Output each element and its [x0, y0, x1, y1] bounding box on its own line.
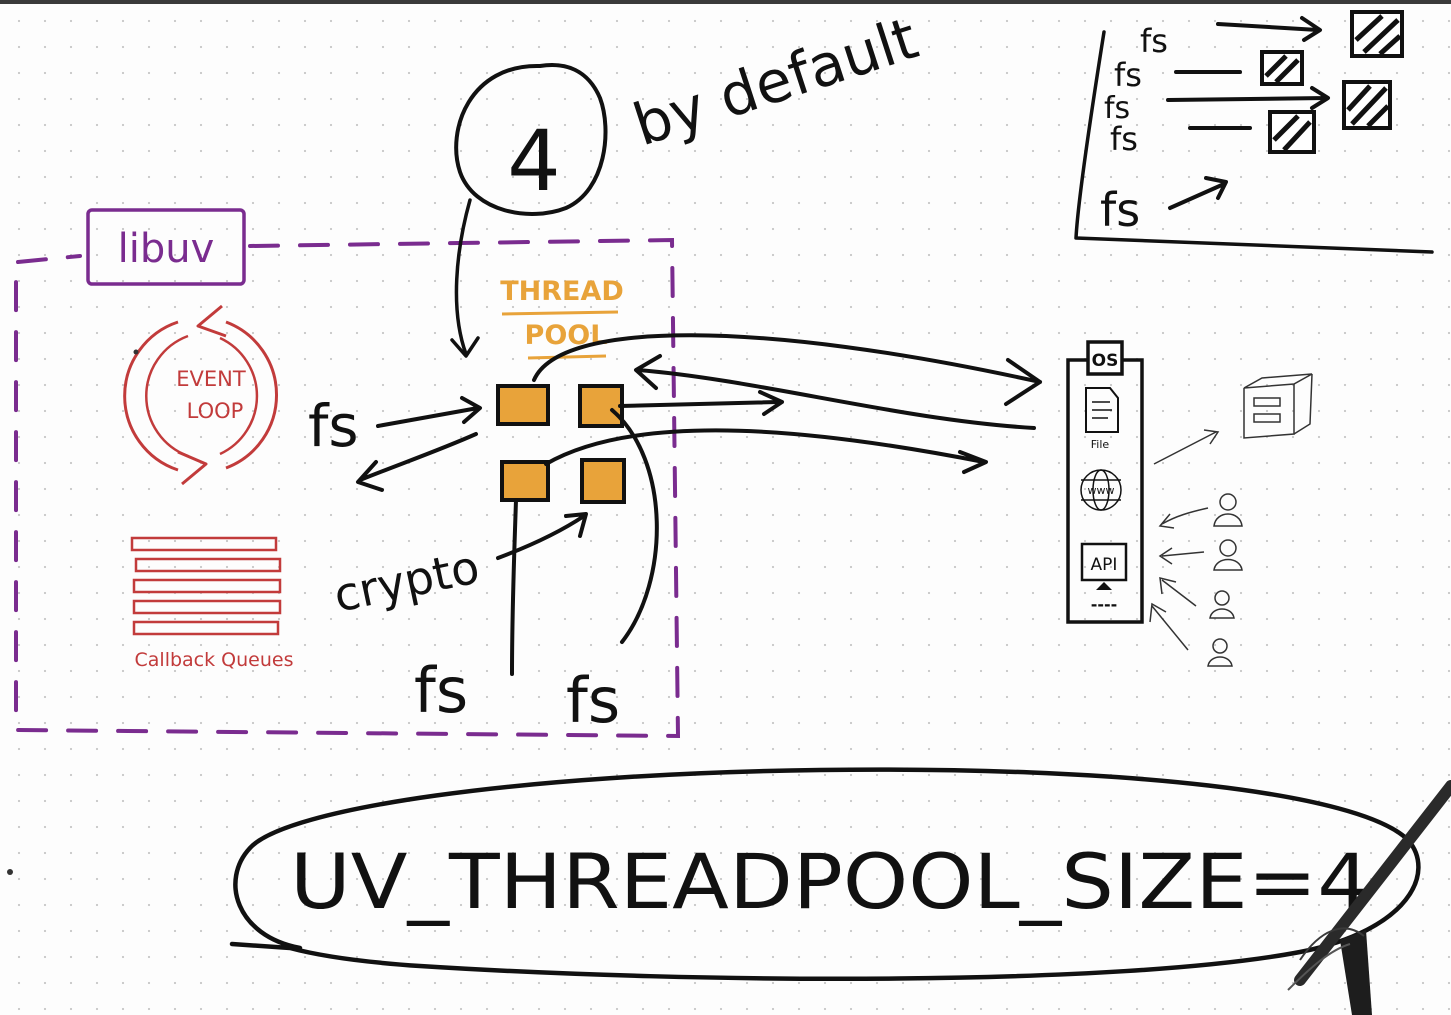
threadpool-size-text: UV_THREADPOOL_SIZE=4	[290, 837, 1370, 926]
thread-count-circle: 4	[454, 63, 608, 216]
api-label: API	[1091, 555, 1118, 575]
os-block: OS File www API ----	[1066, 340, 1144, 624]
threadpool-size-setting: UV_THREADPOOL_SIZE=4	[229, 767, 1421, 982]
user-icon-1	[1213, 493, 1243, 527]
fs-task-bottom-right: fs	[566, 664, 620, 737]
queue-inset-fs-1: fs	[1140, 22, 1168, 60]
thread-pool-title: THREAD POOL	[500, 276, 624, 360]
thread-pool-title-line1: THREAD	[500, 276, 624, 307]
callback-queues-icon	[130, 536, 282, 636]
stray-dot	[133, 349, 139, 355]
thread-to-fs-arrow	[356, 432, 478, 492]
thread-pool-threads	[496, 384, 626, 504]
queue-inset: fs fs fs fs fs	[1074, 10, 1434, 254]
fs-task-left: fs	[308, 392, 359, 460]
thread-1	[496, 384, 550, 426]
thread-2	[578, 384, 624, 428]
os-to-pool-arrow	[634, 354, 1036, 430]
crypto-to-thread-arrow	[496, 512, 588, 560]
queue-inset-fs-4: fs	[1110, 120, 1138, 158]
os-more-dots: ----	[1091, 595, 1118, 614]
fs-bottom-right-line	[610, 408, 659, 644]
user-icon-2	[1213, 539, 1243, 571]
thread-4	[580, 458, 626, 504]
circle-to-pool-arrow	[454, 198, 472, 356]
www-label: www	[1088, 484, 1115, 497]
thread-count-value: 4	[507, 112, 560, 210]
thread-pool-title-line2: POOL	[525, 320, 608, 351]
default-note: by default	[625, 4, 925, 159]
queue-inset-fs-5: fs	[1100, 183, 1140, 237]
server-icon	[1243, 373, 1313, 439]
event-loop-label-line1: EVENT	[176, 367, 246, 391]
pool-to-os-arrow-3	[544, 428, 988, 474]
file-icon	[1085, 387, 1119, 433]
callback-queues-label: Callback Queues	[135, 649, 294, 671]
pool-to-os-arrow-1	[532, 333, 1042, 406]
queue-inset-fs-2: fs	[1114, 56, 1142, 94]
thread-3	[500, 460, 550, 502]
os-to-server-arrow	[1153, 429, 1220, 465]
user-request-arrows	[1149, 507, 1209, 651]
fs-bottom-left-line	[510, 498, 518, 676]
fs-to-thread-arrow	[376, 396, 482, 428]
fs-task-bottom-left: fs	[414, 654, 468, 727]
event-loop-label-line2: LOOP	[187, 399, 244, 423]
window-top-border	[0, 0, 1451, 4]
libuv-title-box: libuv	[86, 208, 246, 286]
user-icon-4	[1207, 638, 1233, 667]
queue-inset-fs-3: fs	[1104, 91, 1130, 126]
pool-to-os-arrow-2	[618, 390, 784, 416]
libuv-boundary	[14, 237, 681, 739]
file-label: File	[1091, 438, 1110, 451]
user-icon-3	[1209, 590, 1235, 619]
api-monitor-icon	[1080, 542, 1128, 582]
os-label: OS	[1092, 351, 1119, 371]
microphone-stand	[1287, 780, 1451, 1015]
event-loop-icon: EVENT LOOP	[123, 304, 279, 486]
circle-to-pool-arrowhead	[450, 336, 480, 358]
crypto-task: crypto	[329, 539, 484, 622]
libuv-title: libuv	[118, 226, 215, 272]
globe-icon	[1080, 469, 1122, 511]
stray-dot	[7, 869, 13, 875]
